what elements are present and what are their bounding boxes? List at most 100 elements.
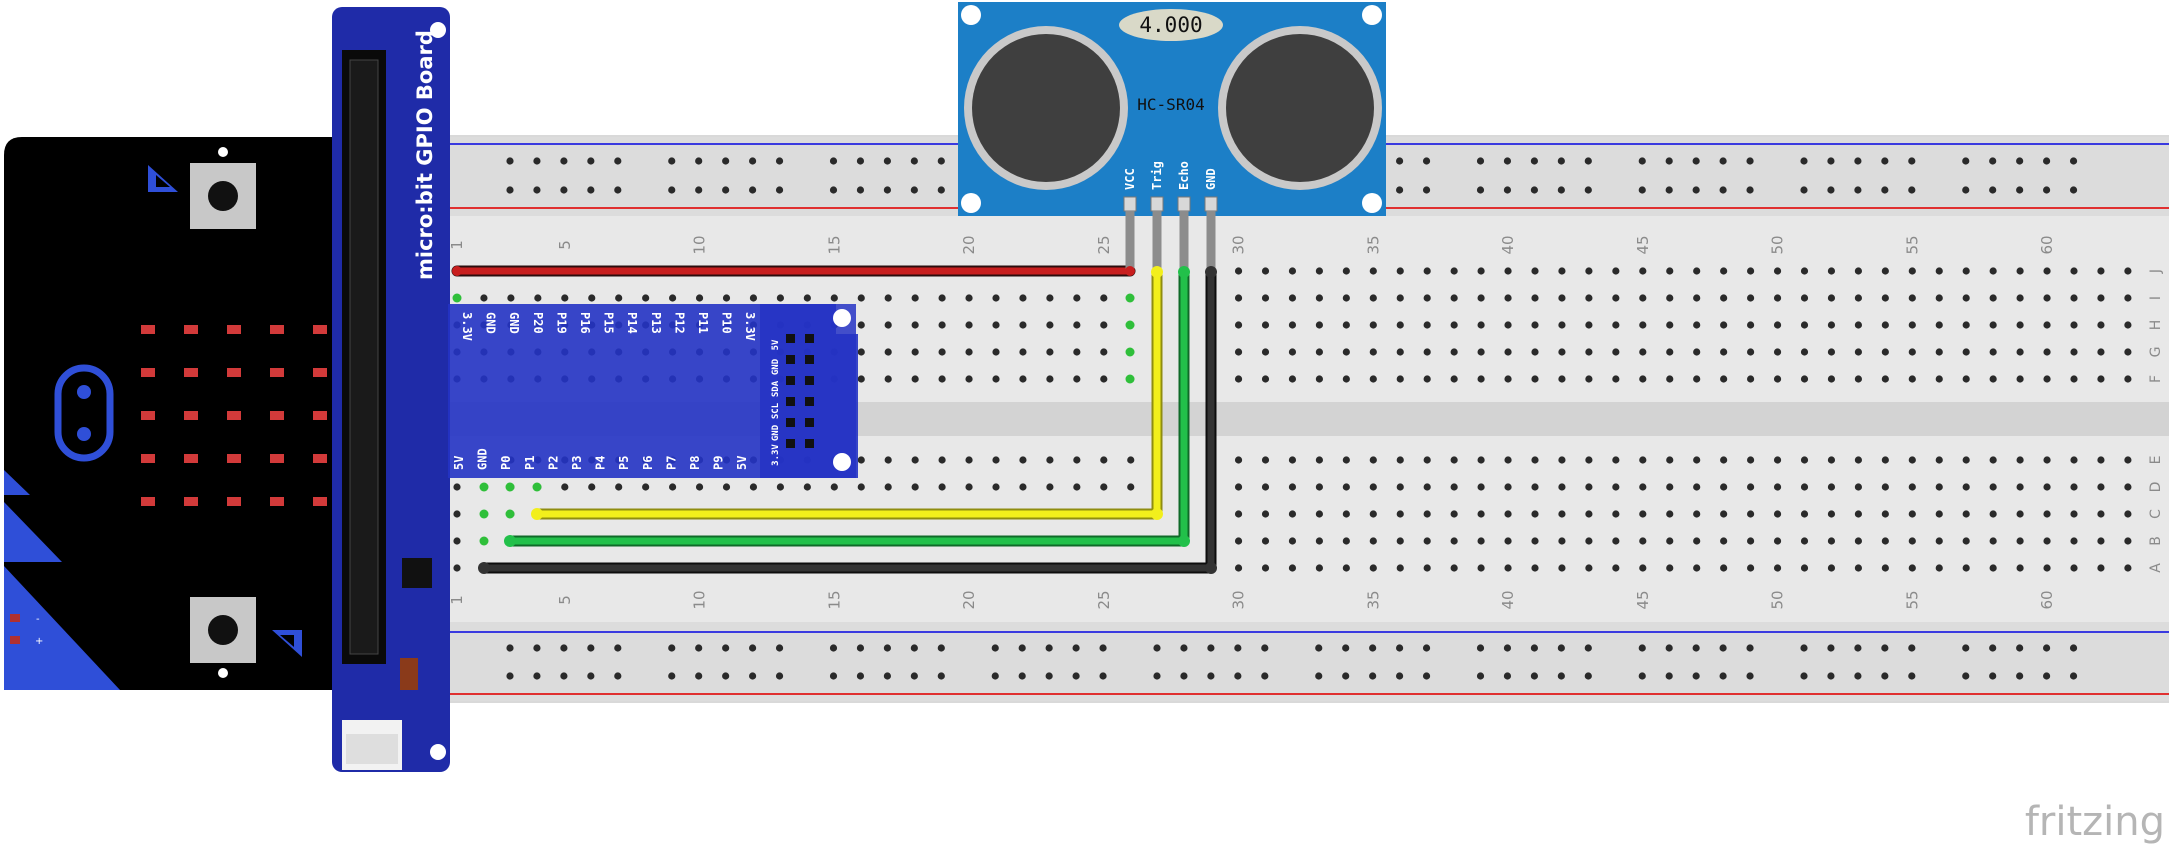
gpio-top-pin-label: P14: [625, 312, 639, 334]
column-number-label: 10: [691, 235, 709, 254]
led: [184, 454, 198, 463]
header-pin: [786, 418, 795, 427]
led: [270, 454, 284, 463]
gpio-top-pin-label: GND: [507, 312, 521, 334]
microbit-board: - +: [4, 137, 340, 690]
gpio-top-pin-label: 3.3V: [460, 312, 474, 341]
header-pin: [805, 355, 814, 364]
column-number-label: 15: [825, 590, 843, 609]
column-number-label: 55: [1903, 235, 1921, 254]
pin-plus-label: +: [35, 636, 43, 647]
header-pin: [786, 355, 795, 364]
led: [184, 368, 198, 377]
row-letter-label: C: [2148, 509, 2164, 519]
column-number-label: 35: [1364, 590, 1382, 609]
column-number-label: 25: [1095, 235, 1113, 254]
gpio-bottom-pin-label: P5: [617, 456, 631, 470]
distance-display: [1119, 9, 1223, 41]
column-number-label: 45: [1634, 235, 1652, 254]
gpio-bottom-pin-label: P4: [594, 456, 608, 470]
led: [270, 368, 284, 377]
gpio-top-pin-label: GND: [484, 312, 498, 334]
column-number-label: 10: [691, 590, 709, 609]
column-number-label: 40: [1499, 235, 1517, 254]
gpio-side-pin-label: 5V: [771, 339, 781, 350]
sensor-pin: [1204, 196, 1218, 212]
triangle-a-icon: [148, 165, 178, 192]
sensor-pin-label: GND: [1204, 168, 1218, 190]
gpio-top-pin-label: P10: [720, 312, 734, 334]
column-number-label: 60: [2038, 235, 2056, 254]
led: [227, 325, 241, 334]
gpio-side-pin-label: GND: [771, 358, 781, 375]
gpio-bottom-pin-label: P1: [523, 456, 537, 470]
led: [141, 454, 155, 463]
header-pin: [786, 334, 795, 343]
led: [141, 325, 155, 334]
sensor-pin-label: VCC: [1123, 168, 1137, 190]
gpio-bottom-pin-label: P9: [712, 456, 726, 470]
gpio-top-pin-label: P20: [531, 312, 545, 334]
column-number-label: 45: [1634, 590, 1652, 609]
header-pin: [786, 376, 795, 385]
gpio-bottom-pin-label: P2: [546, 456, 560, 470]
led: [227, 411, 241, 420]
gpio-bottom-pin-label: 5V: [735, 456, 749, 470]
row-letter-label: G: [2148, 347, 2164, 358]
column-number-label: 50: [1769, 590, 1787, 609]
led: [313, 368, 327, 377]
gpio-bottom-pin-label: P8: [688, 456, 702, 470]
row-letter-label: I: [2148, 296, 2164, 300]
led-matrix: [141, 325, 327, 506]
gpio-bottom-pin-label: P3: [570, 456, 584, 470]
column-number-label: 15: [825, 235, 843, 254]
wires: [451, 211, 1217, 574]
led: [141, 411, 155, 420]
row-letter-label: H: [2148, 320, 2164, 331]
row-letter-label: E: [2148, 456, 2164, 465]
led: [184, 497, 198, 506]
led: [313, 454, 327, 463]
gpio-side-pin-label: GND: [771, 424, 781, 441]
header-pin: [786, 439, 795, 448]
column-number-label: 30: [1230, 235, 1248, 254]
column-number-label: 35: [1364, 235, 1382, 254]
gpio-top-pin-label: P13: [649, 312, 663, 334]
row-letter-label: A: [2148, 563, 2164, 573]
gpio-top-pin-label: P11: [696, 312, 710, 334]
fritzing-logo: fritzing: [2025, 799, 2165, 845]
led: [313, 411, 327, 420]
header-pin: [805, 334, 814, 343]
led: [227, 454, 241, 463]
microbit-logo: [54, 364, 114, 462]
sensor-pin: [1123, 196, 1137, 212]
column-number-label: 55: [1903, 590, 1921, 609]
led: [227, 497, 241, 506]
row-letter-label: D: [2148, 482, 2164, 493]
gpio-bottom-pin-label: P0: [499, 456, 513, 470]
gpio-board-title: micro:bit GPIO Board: [413, 30, 437, 280]
led: [141, 368, 155, 377]
gpio-bottom-pin-label: 5V: [452, 456, 466, 470]
column-number-label: 20: [960, 590, 978, 609]
gpio-side-pin-label: 3.3V: [771, 444, 781, 466]
header-pin: [786, 397, 795, 406]
reset-button[interactable]: [402, 558, 432, 588]
pin-minus-label: -: [36, 614, 40, 625]
sensor-pin: [1177, 196, 1191, 212]
led: [184, 325, 198, 334]
sensor-pin-label: Trig: [1150, 161, 1164, 190]
column-number-label: 40: [1499, 590, 1517, 609]
header-pin: [805, 397, 814, 406]
gpio-bottom-pin-label: P7: [664, 456, 678, 470]
sensor-model-label: HC-SR04: [1137, 95, 1204, 114]
gpio-top-pin-label: P12: [672, 312, 686, 334]
sensor-pin-label: Echo: [1177, 161, 1191, 190]
column-number-label: 25: [1095, 590, 1113, 609]
led: [270, 411, 284, 420]
led: [270, 497, 284, 506]
led: [141, 497, 155, 506]
